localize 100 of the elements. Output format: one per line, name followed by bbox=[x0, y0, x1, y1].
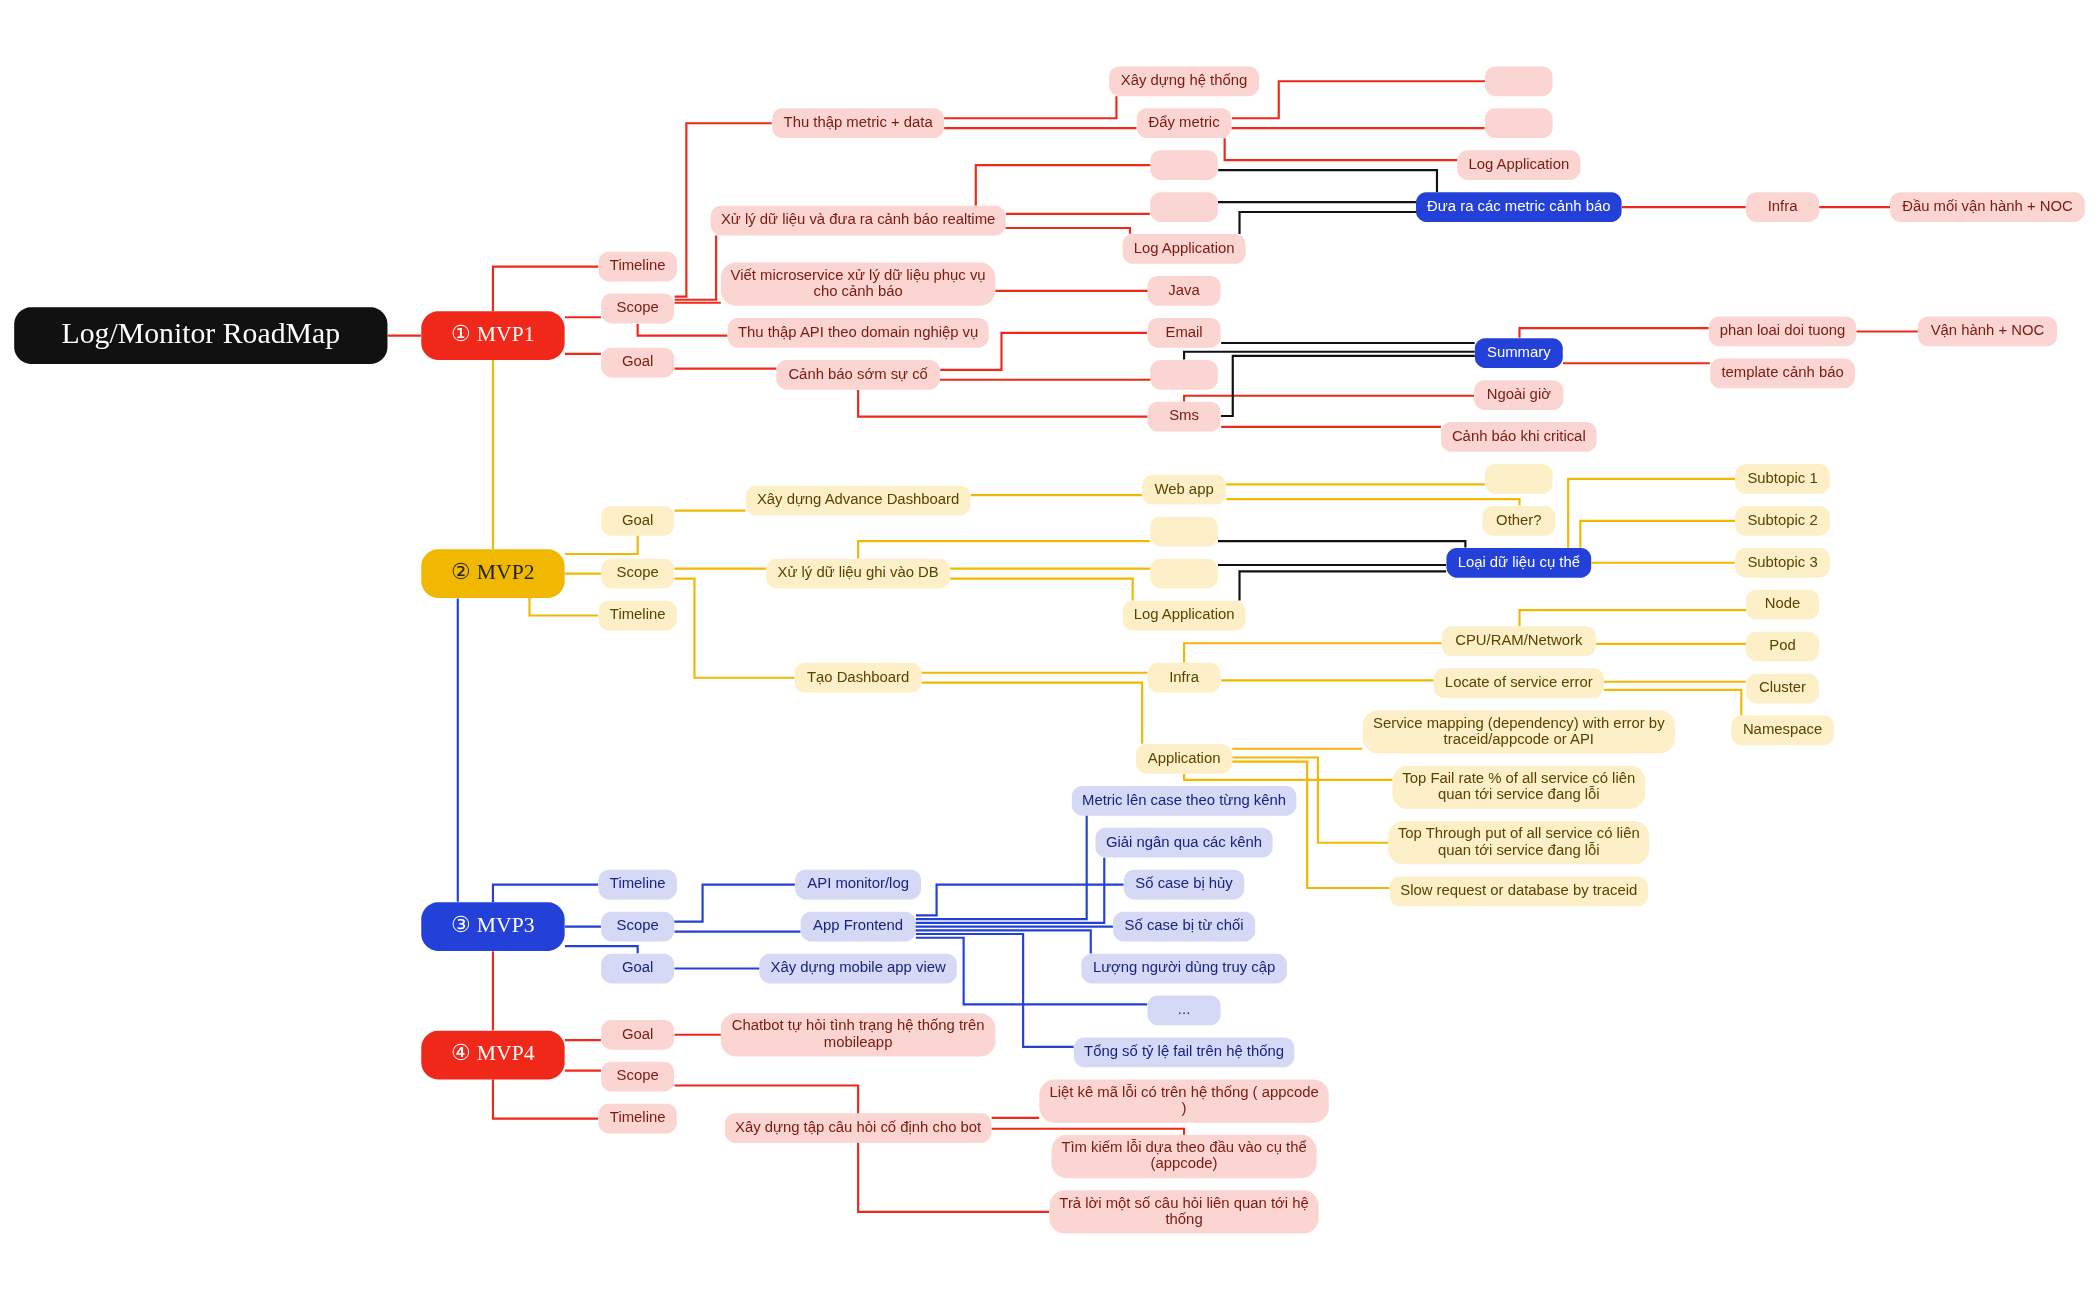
node-box: Application bbox=[1136, 744, 1233, 774]
node-box: Thu thập metric + data bbox=[772, 108, 944, 139]
node-box: Đầu mối vận hành + NOC bbox=[1890, 192, 2085, 222]
connector bbox=[674, 235, 718, 301]
node-box: Log Application bbox=[1457, 150, 1581, 180]
node-box bbox=[1485, 464, 1553, 494]
connector bbox=[991, 1127, 1186, 1135]
node-box: Scope bbox=[601, 911, 675, 942]
connector bbox=[1232, 760, 1390, 890]
node-box: Service mapping (dependency) with error by traceid/appcode or API bbox=[1362, 710, 1675, 754]
connector bbox=[950, 577, 1134, 601]
node-box: ③ MVP3 bbox=[421, 902, 565, 951]
node-box: Số case bị từ chối bbox=[1113, 911, 1256, 942]
connector bbox=[944, 127, 1137, 130]
connector bbox=[1218, 563, 1447, 567]
node-box: ... bbox=[1147, 995, 1221, 1026]
node-box: Đẩy metric bbox=[1136, 108, 1232, 139]
connector bbox=[915, 936, 1148, 1006]
node-box: Xây dựng Advance Dashboard bbox=[745, 485, 971, 516]
node-box: Xây dựng hệ thống bbox=[1109, 66, 1260, 97]
node-box: ② MVP2 bbox=[421, 549, 565, 598]
node-box: Java bbox=[1147, 276, 1221, 306]
node-box: Sms bbox=[1147, 401, 1221, 432]
node-box: Timeline bbox=[598, 1103, 677, 1134]
node-box: Web app bbox=[1142, 474, 1226, 505]
node-box bbox=[1150, 359, 1218, 390]
node-box: Subtopic 2 bbox=[1735, 505, 1830, 536]
node-box: Top Through put of all service có liên quan tới service đang lỗi bbox=[1388, 821, 1650, 865]
node-box bbox=[1485, 66, 1553, 97]
connector bbox=[674, 567, 766, 570]
connector bbox=[1231, 80, 1485, 120]
connector bbox=[1856, 330, 1918, 333]
connector bbox=[1562, 362, 1710, 365]
connector bbox=[564, 1039, 601, 1042]
node-box: Scope bbox=[601, 293, 675, 324]
connector bbox=[491, 951, 495, 1031]
node-box: Scope bbox=[601, 1061, 675, 1092]
connector bbox=[564, 1069, 601, 1072]
connector bbox=[921, 681, 1144, 744]
connector bbox=[950, 567, 1151, 570]
connector bbox=[1238, 570, 1447, 601]
node-box: Goal bbox=[601, 1019, 675, 1050]
node-box: Pod bbox=[1746, 631, 1820, 662]
connector bbox=[1621, 206, 1746, 209]
connector bbox=[915, 932, 1074, 1049]
connector bbox=[674, 967, 760, 970]
connector bbox=[991, 1116, 1040, 1120]
connector bbox=[857, 1143, 1050, 1214]
connector bbox=[915, 857, 1106, 924]
connector bbox=[940, 331, 1148, 371]
connector bbox=[674, 122, 772, 298]
node-box: Xử lý dữ liệu ghi vào DB bbox=[766, 558, 951, 589]
node-box: App Frontend bbox=[800, 911, 916, 942]
node-box bbox=[1150, 558, 1218, 589]
connector bbox=[491, 883, 599, 903]
connector bbox=[1226, 483, 1485, 486]
node-box: Subtopic 3 bbox=[1735, 547, 1830, 578]
node-box: Cảnh báo sớm sự cố bbox=[776, 359, 940, 390]
connector bbox=[1005, 226, 1132, 234]
connector bbox=[1005, 212, 1150, 215]
connector bbox=[915, 815, 1088, 921]
connector bbox=[1231, 127, 1485, 130]
connector bbox=[1221, 679, 1434, 682]
node-box: Summary bbox=[1474, 338, 1563, 368]
node-box: Vận hành + NOC bbox=[1917, 316, 2058, 347]
node-box: Số case bị hủy bbox=[1123, 869, 1245, 900]
node-box: Node bbox=[1746, 589, 1820, 620]
node-box: Log Application bbox=[1122, 234, 1246, 264]
connector bbox=[1819, 206, 1890, 209]
node-box: Tạo Dashboard bbox=[794, 662, 922, 693]
node-box: Xử lý dữ liệu và đưa ra cảnh báo realtime bbox=[710, 205, 1006, 236]
node-box: Timeline bbox=[598, 869, 677, 900]
connector bbox=[674, 930, 801, 933]
node-box: Xây dựng tập câu hỏi cố định cho bot bbox=[724, 1113, 992, 1143]
connector bbox=[1518, 327, 1709, 338]
connector bbox=[491, 265, 599, 312]
node-box: Giải ngân qua các kênh bbox=[1095, 827, 1273, 858]
connector bbox=[1218, 201, 1416, 204]
node-box: Tổng số tỷ lệ fail trên hệ thống bbox=[1073, 1037, 1295, 1068]
connector bbox=[857, 540, 1150, 559]
connector bbox=[564, 945, 639, 954]
node-box: Viết microservice xử lý dữ liệu phục vụ cho cảnh báo bbox=[720, 262, 996, 306]
node-box: Log/Monitor RoadMap bbox=[14, 307, 388, 364]
connector bbox=[456, 598, 459, 902]
connector bbox=[1232, 747, 1363, 750]
connector bbox=[564, 352, 601, 355]
node-box: Timeline bbox=[598, 251, 677, 282]
node-box: API monitor/log bbox=[795, 869, 921, 900]
connector bbox=[564, 535, 639, 556]
connector bbox=[674, 367, 777, 370]
connector bbox=[1183, 642, 1442, 663]
node-box: Metric lên case theo từng kênh bbox=[1071, 785, 1297, 816]
connector bbox=[387, 334, 421, 337]
node-box: ① MVP1 bbox=[421, 311, 565, 360]
connector bbox=[1223, 138, 1458, 162]
connector bbox=[491, 360, 495, 550]
connector bbox=[915, 929, 1092, 954]
node-box: ④ MVP4 bbox=[421, 1030, 565, 1080]
connector bbox=[1591, 561, 1735, 564]
node-box bbox=[1150, 150, 1218, 180]
